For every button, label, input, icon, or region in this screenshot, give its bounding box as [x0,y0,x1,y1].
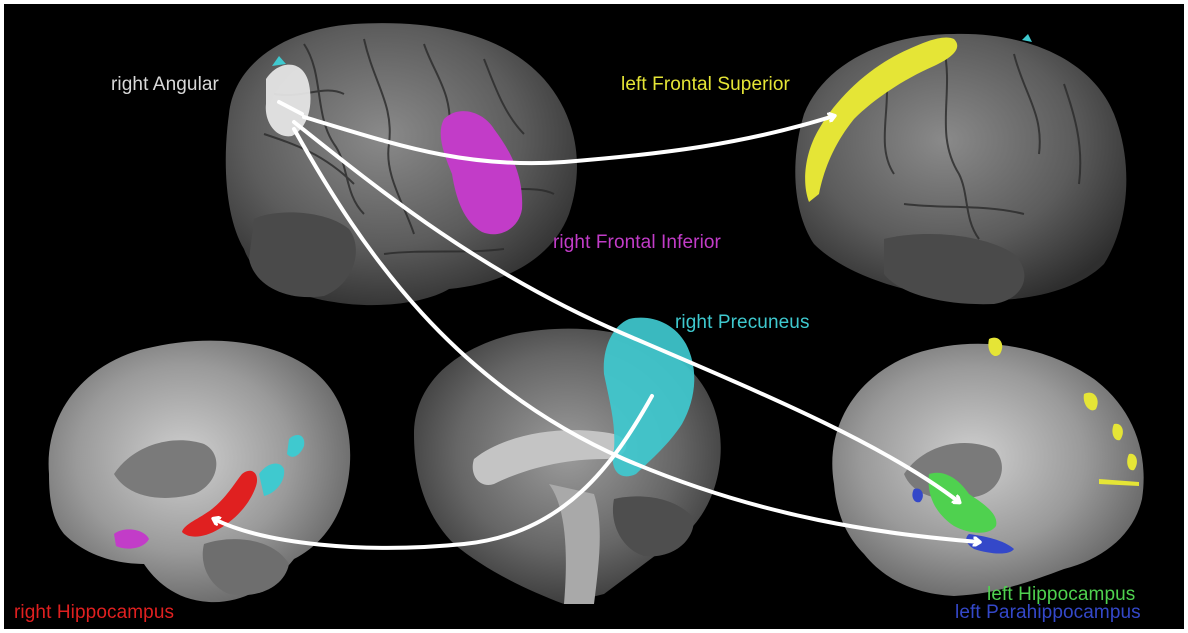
slice-sagittal-right [49,341,351,603]
brain-illustration [4,4,1184,629]
figure-background: right Angular left Frontal Superior righ… [4,4,1184,629]
label-right-hippocampus: right Hippocampus [14,603,174,622]
label-right-frontal-inferior: right Frontal Inferior [553,233,721,252]
label-right-precuneus: right Precuneus [675,313,810,332]
label-left-frontal-superior: left Frontal Superior [621,75,790,94]
brain-lateral-left [795,34,1126,304]
brain-medial-view [414,318,721,604]
slice-sagittal-left [832,338,1143,596]
label-right-angular: right Angular [111,75,219,94]
label-left-parahippocampus: left Parahippocampus [955,603,1141,622]
